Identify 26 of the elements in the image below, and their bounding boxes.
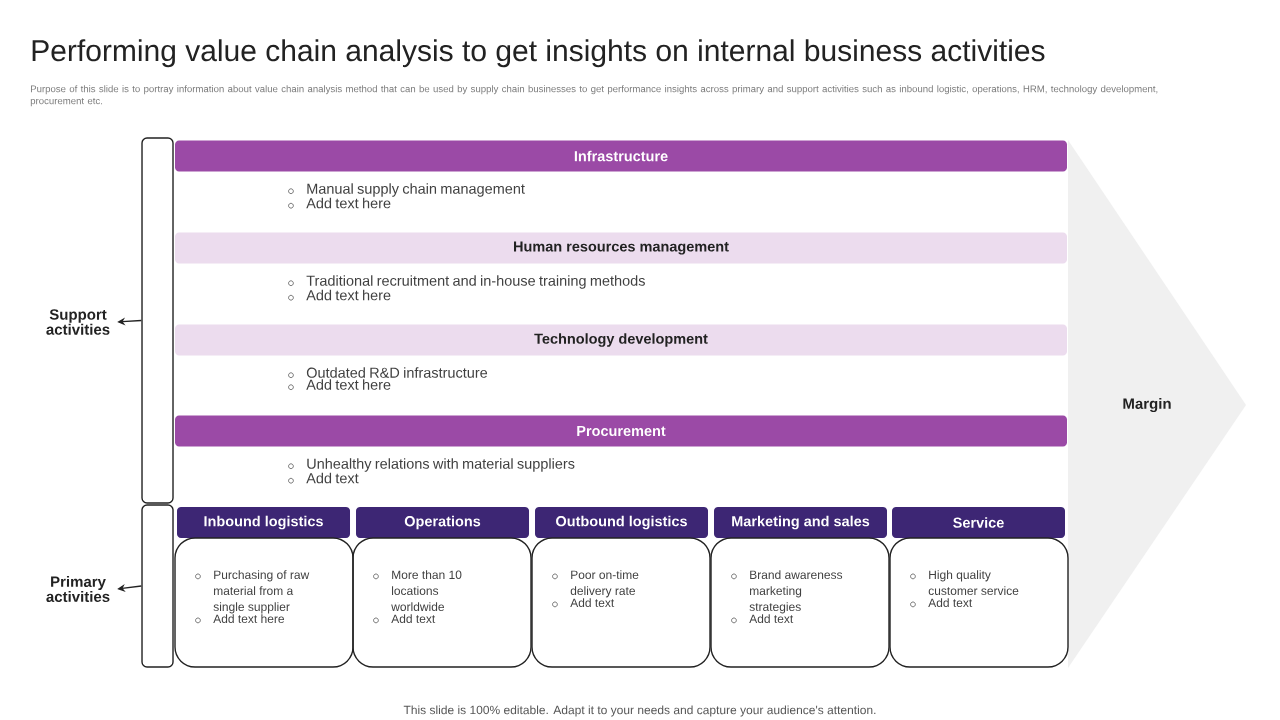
margin-chevron: Margin [1068, 140, 1246, 668]
slide-title: Performing value chain analysis to get insights on internal business activities [32, 39, 1045, 68]
content-box: Purchasing of raw material from a single supplier Add text here [174, 537, 354, 668]
bullet-list: Outdated R&D infrastructure Add text here [288, 367, 488, 390]
content-box: Brand awareness marketing strategies Add text [710, 537, 890, 668]
activity-header: Inbound logistics [177, 507, 350, 538]
description-text: Purpose of this slide is to portray information about value chain analysis method that can be used by supply chain businesses to get performance insights across primary and support activities such as inbound logistic, operations, HRM, technology development, procurement etc. [30, 85, 1158, 107]
bracket-bar [141, 504, 174, 668]
activity-header: Service [892, 507, 1065, 538]
section-label: Support activities [46, 309, 110, 335]
activity-band: Technology development [175, 324, 1067, 356]
content-box: Poor on-time delivery rate Add text [531, 537, 711, 668]
bracket-bar [141, 137, 174, 504]
bullet-list: Manual supply chain management Add text here [288, 183, 525, 209]
activity-band: Infrastructure [175, 140, 1067, 172]
activity-band: Procurement [175, 415, 1067, 447]
section-label: Primary activities [46, 576, 110, 602]
content-box: More than 10 locations worldwide Add text [352, 537, 532, 668]
bullet-list: Unhealthy relations with material suppliers Add text [288, 458, 575, 484]
content-box: High quality customer service Add text [889, 537, 1069, 668]
activity-header: Marketing and sales [714, 507, 887, 538]
activity-band: Human resources management [175, 232, 1067, 264]
bullet-list: Traditional recruitment and in-house training methods Add text here [288, 275, 645, 301]
activity-header: Outbound logistics [535, 507, 708, 538]
footer-note: This slide is 100% editable. Adapt it to your needs and capture your audience's attention. [403, 705, 876, 717]
activity-header: Operations [356, 507, 529, 538]
